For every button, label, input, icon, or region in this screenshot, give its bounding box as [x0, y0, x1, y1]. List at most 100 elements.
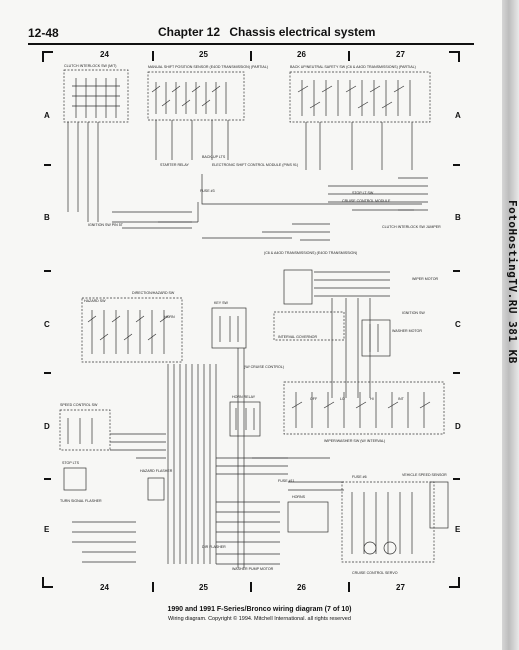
grid-tick: [250, 582, 252, 592]
col-label-25-bottom: 25: [199, 583, 208, 592]
header-rule: [28, 43, 474, 45]
diagram-label: KEY SW: [214, 301, 229, 305]
stop-lamp-box: [63, 467, 87, 491]
shift-sensor-box: [147, 71, 245, 121]
diagram-label: INTERVAL GOVERNOR: [278, 335, 317, 339]
servo-vacuum-valve: [383, 541, 397, 555]
col-label-27-bottom: 27: [396, 583, 405, 592]
diagram-label: FUSE #6: [352, 475, 367, 479]
servo-vent-valve: [363, 541, 377, 555]
diagram-label: IGNITION SW PIN 5T: [88, 223, 124, 227]
diagram-label: WIPER MOTOR: [412, 277, 438, 281]
direction-hazard-box: [81, 297, 183, 363]
grid-tick: [453, 270, 460, 272]
diagram-label: INT: [398, 397, 405, 401]
diagram-label: CLUTCH INTERLOCK SW (M/T): [64, 64, 117, 68]
col-label-25: 25: [199, 50, 208, 59]
key-switch-box: [211, 307, 247, 349]
flasher-box: [147, 477, 165, 501]
speed-control-box: [59, 409, 111, 451]
diagram-label: BACK UP/NEUTRAL SAFETY SW (C6 & A4OD TRA…: [290, 65, 416, 69]
row-label-e: E: [44, 525, 50, 534]
wiring-diagram: CLUTCH INTERLOCK SW (M/T) MANUAL SHIFT P…: [59, 64, 449, 575]
diagram-label: CLUTCH INTERLOCK SW JUMPER: [382, 225, 441, 229]
diagram-label: DIR FLASHER: [202, 545, 226, 549]
wiper-governor-box: [283, 269, 313, 305]
grid-tick: [453, 372, 460, 374]
page-number: 12-48: [28, 26, 59, 40]
wiper-washer-switch-box: [283, 381, 445, 435]
diagram-label: CRUISE CONTROL MODULE: [342, 199, 391, 203]
corner-bracket: [42, 577, 53, 588]
grid-tick: [44, 270, 51, 272]
diagram-label: LO: [340, 397, 345, 401]
row-label-b: B: [44, 213, 50, 222]
chapter-label: Chapter 12: [158, 25, 221, 39]
corner-bracket: [449, 51, 460, 62]
diagram-label: ELECTRONIC SHIFT CONTROL MODULE (PINS 91…: [212, 163, 298, 167]
diagram-label: TURN SIGNAL FLASHER: [60, 499, 102, 503]
wiper-interval-box: [273, 311, 345, 341]
diagram-label: WIPER/WASHER SW (W/ INTERVAL): [324, 439, 385, 443]
diagram-label: WASHER PUMP MOTOR: [232, 567, 274, 571]
diagram-label: (W/ CRUISE CONTROL): [244, 365, 284, 369]
speed-sensor-box: [429, 481, 449, 529]
grid-tick: [152, 51, 154, 61]
grid-tick: [44, 164, 51, 166]
side-watermark: FotoHostingTV.RU 381 KB: [506, 200, 519, 364]
row-label-c: C: [44, 320, 50, 329]
grid-tick: [44, 372, 51, 374]
grid-tick: [348, 582, 350, 592]
diagram-label: (C6 & A4OD TRANSMISSIONS) (E4OD TRANSMIS…: [264, 251, 357, 255]
diagram-label: STARTER RELAY: [160, 163, 190, 167]
corner-bracket: [449, 577, 460, 588]
diagram-label: OFF: [310, 397, 318, 401]
diagram-label: HAZARD SW: [84, 299, 106, 303]
grid-tick: [453, 478, 460, 480]
diagram-label: WASHER MOTOR: [392, 329, 422, 333]
horn-box: [287, 501, 329, 533]
diagram-label: DIRECTION/HAZARD SW: [132, 291, 175, 295]
corner-bracket: [42, 51, 53, 62]
page-title: Chapter 12 Chassis electrical system: [158, 25, 381, 39]
col-label-26-bottom: 26: [297, 583, 306, 592]
row-label-d-right: D: [455, 422, 461, 431]
diagram-label: HORNS: [292, 495, 306, 499]
diagram-label: MANUAL SHIFT POSITION SENSOR (E4OD TRANS…: [148, 65, 268, 69]
diagram-label: HAZARD FLASHER: [140, 469, 173, 473]
row-label-e-right: E: [455, 525, 461, 534]
row-label-d: D: [44, 422, 50, 431]
grid-tick: [152, 582, 154, 592]
clutch-interlock-box: [63, 69, 129, 123]
diagram-caption-title: 1990 and 1991 F-Series/Bronco wiring dia…: [167, 606, 352, 613]
row-label-c-right: C: [455, 320, 461, 329]
horn-relay-box: [229, 401, 261, 437]
diagram-label: VEHICLE SPEED SENSOR: [402, 473, 447, 477]
row-label-a: A: [44, 111, 50, 120]
col-label-26: 26: [297, 50, 306, 59]
diagram-label: IGNITION SW: [402, 311, 425, 315]
row-label-a-right: A: [455, 111, 461, 120]
diagram-label: HORN RELAY: [232, 395, 256, 399]
diagram-label: FUSE #3: [200, 189, 215, 193]
diagram-label: HI: [370, 397, 374, 401]
diagram-label: BACK-UP LTS: [202, 155, 226, 159]
diagram-label: SPEED CONTROL SW: [60, 403, 98, 407]
neutral-safety-box: [289, 71, 431, 123]
grid-tick: [44, 478, 51, 480]
diagram-caption-copyright: Wiring diagram. Copyright © 1994. Mitche…: [168, 616, 351, 622]
section-label: Chassis electrical system: [229, 25, 376, 39]
diagram-label: STOP LTS: [62, 461, 80, 465]
diagram-label: STOP LT SW: [352, 191, 374, 195]
grid-tick: [348, 51, 350, 61]
cruise-servo-box: [341, 481, 435, 563]
diagram-label: HORN: [164, 315, 175, 319]
grid-tick: [453, 164, 460, 166]
col-label-24: 24: [100, 50, 109, 59]
washer-motor-box: [361, 319, 391, 357]
diagram-label: FUSE #11: [278, 479, 294, 483]
grid-tick: [250, 51, 252, 61]
row-label-b-right: B: [455, 213, 461, 222]
col-label-24-bottom: 24: [100, 583, 109, 592]
diagram-label: CRUISE CONTROL SERVO: [352, 571, 398, 575]
